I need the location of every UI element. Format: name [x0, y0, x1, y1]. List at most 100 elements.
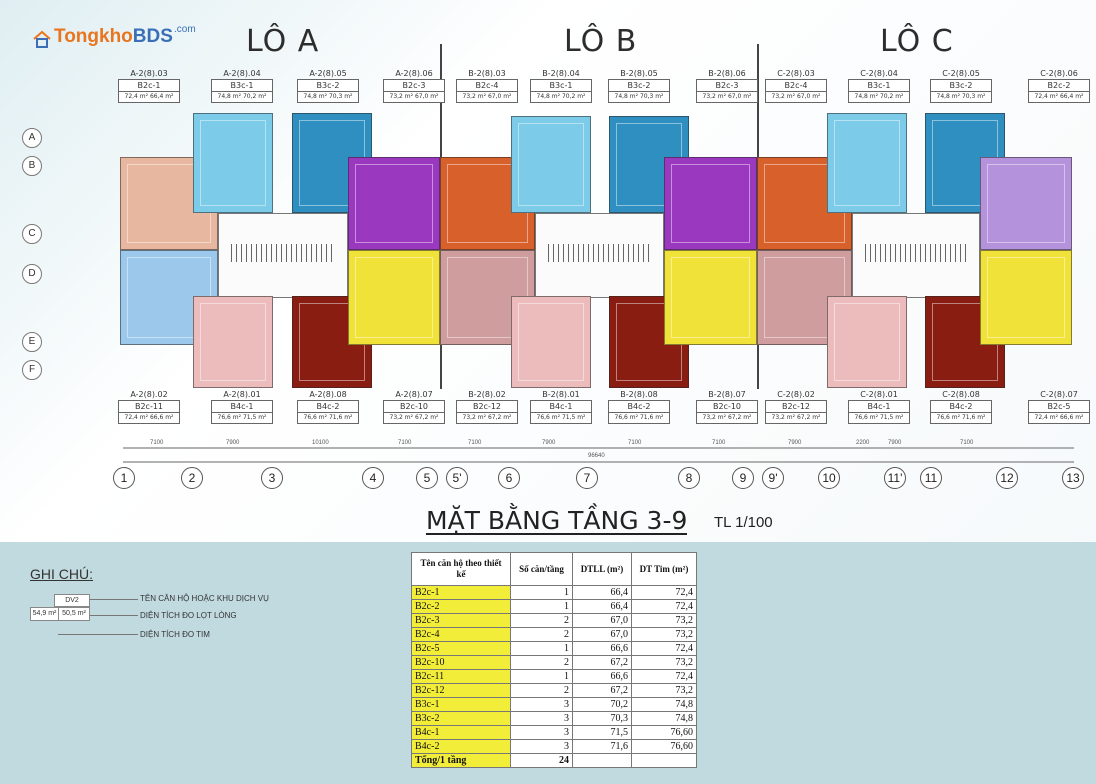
core-b — [535, 213, 664, 298]
unit-type-label: B4c-1 — [848, 400, 910, 413]
dimension-label: 7900 — [226, 440, 240, 446]
cell-dtll: 67,2 — [572, 655, 632, 670]
unit-type-label: B2c-5 — [1028, 400, 1090, 413]
unit-area-label: 73,2 m² 67,0 m² — [765, 92, 827, 103]
block-title-c: LÔ C — [880, 24, 954, 59]
dimension-label: 2200 — [856, 440, 870, 446]
unit-a04 — [193, 113, 273, 213]
unit-code: B-2(8).02 — [468, 390, 506, 399]
cell-count: 3 — [510, 725, 573, 740]
cell-dtll: 66,4 — [572, 599, 632, 614]
unit-code: C-2(8).07 — [1040, 390, 1078, 399]
axis-label: 12 — [996, 467, 1018, 489]
unit-c07 — [980, 250, 1072, 345]
dimension-label: 10100 — [312, 440, 329, 446]
unit-code: A-2(8).07 — [395, 390, 433, 399]
cell-dtll: 67,0 — [572, 613, 632, 628]
block-title-a: LÔ A — [246, 24, 320, 59]
cell-dtll: 66,6 — [572, 641, 632, 656]
unit-type-label: B2c-4 — [456, 79, 518, 92]
logo-brand-post: BDS — [132, 26, 173, 47]
total-label: Tổng/1 tầng — [411, 753, 511, 768]
cell-dtll: 71,6 — [572, 739, 632, 754]
dimension-label: 7900 — [542, 440, 556, 446]
unit-type-label: B2c-3 — [383, 79, 445, 92]
unit-area-label: 74,8 m² 70,2 m² — [848, 92, 910, 103]
unit-code: C-2(8).01 — [860, 390, 898, 399]
cell-dtll: 71,5 — [572, 725, 632, 740]
logo-brand-pre: Tongkho — [54, 26, 133, 47]
unit-c04 — [827, 113, 907, 213]
logo-domain: .com — [174, 24, 196, 35]
unit-type-label: B2c-4 — [765, 79, 827, 92]
cell-unit-type: B3c-1 — [411, 697, 511, 712]
cell-count: 2 — [510, 627, 573, 642]
cell-dtll: 70,2 — [572, 697, 632, 712]
unit-b06 — [664, 157, 757, 250]
legend-sample-area-1: 54,9 m² — [30, 607, 59, 621]
total-dimension: 96640 — [588, 453, 605, 459]
table-header-name: Tên căn hộ theo thiết kế — [411, 552, 511, 586]
unit-a06 — [348, 157, 440, 250]
unit-code: A-2(8).06 — [395, 69, 433, 78]
cell-count: 1 — [510, 585, 573, 600]
area-table: Tên căn hộ theo thiết kế Số căn/tầng DTL… — [411, 552, 697, 768]
scale-label: TL 1/100 — [714, 514, 773, 531]
cell-dt-tim: 72,4 — [631, 585, 697, 600]
table-header-count: Số căn/tầng — [510, 552, 573, 586]
unit-code: C-2(8).08 — [942, 390, 980, 399]
legend-sample-code: DV2 — [54, 594, 90, 607]
cell-unit-type: B4c-2 — [411, 739, 511, 754]
cell-dt-tim: 72,4 — [631, 599, 697, 614]
cell-dt-tim: 74,8 — [631, 711, 697, 726]
floor-plan-title: MẶT BẰNG TẦNG 3-9 — [426, 506, 688, 535]
axis-label: 8 — [678, 467, 700, 489]
unit-c01 — [827, 296, 907, 388]
block-title-b: LÔ B — [564, 24, 638, 59]
unit-code: B-2(8).01 — [542, 390, 580, 399]
unit-code: B-2(8).03 — [468, 69, 506, 78]
unit-type-label: B3c-2 — [930, 79, 992, 92]
unit-type-label: B2c-3 — [696, 79, 758, 92]
cell-dtll: 66,6 — [572, 669, 632, 684]
table-header-dtll: DTLL (m²) — [572, 552, 632, 586]
cell-dt-tim: 73,2 — [631, 613, 697, 628]
axis-label: 3 — [261, 467, 283, 489]
dimension-label: 7900 — [788, 440, 802, 446]
cell-dt-tim: 76,60 — [631, 725, 697, 740]
dimension-label: 7900 — [888, 440, 902, 446]
unit-code: B-2(8).04 — [542, 69, 580, 78]
dimension-label: 7100 — [628, 440, 642, 446]
unit-c06 — [980, 157, 1072, 250]
dimension-label: 7100 — [712, 440, 726, 446]
unit-area-label: 76,6 m² 71,6 m² — [608, 413, 670, 424]
unit-code: B-2(8).07 — [708, 390, 746, 399]
core-c — [852, 213, 980, 298]
legend-leader — [90, 599, 138, 600]
unit-area-label: 73,2 m² 67,2 m² — [383, 413, 445, 424]
unit-area-label: 73,2 m² 67,0 m² — [383, 92, 445, 103]
unit-type-label: B3c-2 — [608, 79, 670, 92]
unit-type-label: B4c-2 — [297, 400, 359, 413]
unit-area-label: 72,4 m² 66,4 m² — [118, 92, 180, 103]
unit-area-label: 74,8 m² 70,2 m² — [211, 92, 273, 103]
cell-unit-type: B2c-12 — [411, 683, 511, 698]
cell-dtll: 66,4 — [572, 585, 632, 600]
unit-b07 — [664, 250, 757, 345]
unit-code: A-2(8).03 — [130, 69, 168, 78]
unit-a01 — [193, 296, 273, 388]
